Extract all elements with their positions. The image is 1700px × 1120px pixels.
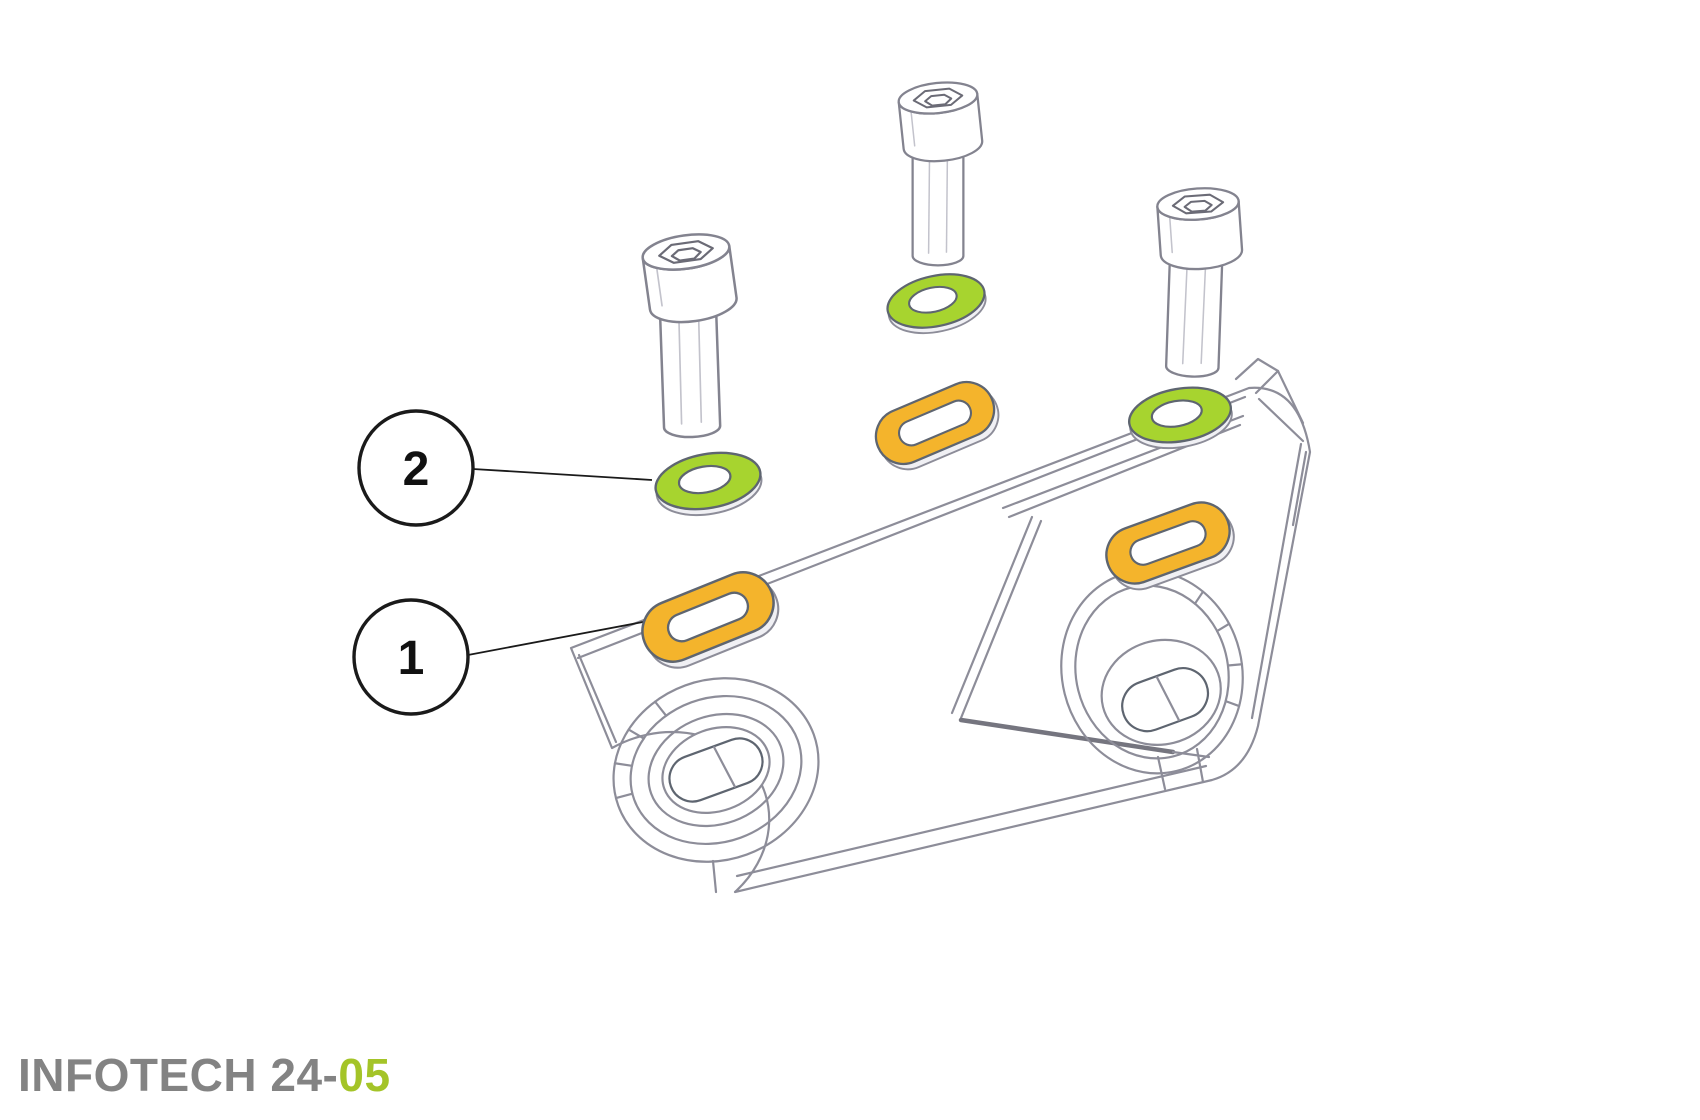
round-washer-left xyxy=(654,451,763,517)
oval-washer-middle xyxy=(874,381,1000,471)
leader-line-2 xyxy=(472,468,653,481)
boss-chamfer-ticks xyxy=(613,700,668,800)
round-washer-right xyxy=(1128,386,1233,449)
footer-brand: INFOTECH 24-05 xyxy=(18,1048,391,1102)
callout-leaders xyxy=(467,468,653,656)
bracket-corner-facets xyxy=(1234,357,1308,527)
bracket-right-boss xyxy=(1060,569,1244,775)
socket-head-bolt-left xyxy=(641,233,738,439)
callout-1-circle xyxy=(352,598,470,716)
oval-washer-left xyxy=(641,571,780,669)
brand-prefix: INFOTECH 24- xyxy=(18,1049,339,1101)
callout-2: 2 xyxy=(357,409,475,527)
callout-1: 1 xyxy=(352,598,470,716)
mounting-bracket xyxy=(569,357,1312,894)
socket-head-bolt-right xyxy=(1156,187,1244,378)
brand-suffix: 05 xyxy=(338,1049,391,1101)
leader-line-1 xyxy=(467,621,644,656)
callout-2-circle xyxy=(357,409,475,527)
socket-head-bolt-middle xyxy=(897,81,984,267)
oval-washer-right xyxy=(1105,501,1235,591)
bracket-left-boss xyxy=(612,677,820,863)
callout-1-number: 1 xyxy=(398,632,425,685)
round-washer-middle xyxy=(886,273,987,335)
boss-chamfer-ticks xyxy=(1193,590,1243,708)
callout-2-number: 2 xyxy=(403,443,430,496)
